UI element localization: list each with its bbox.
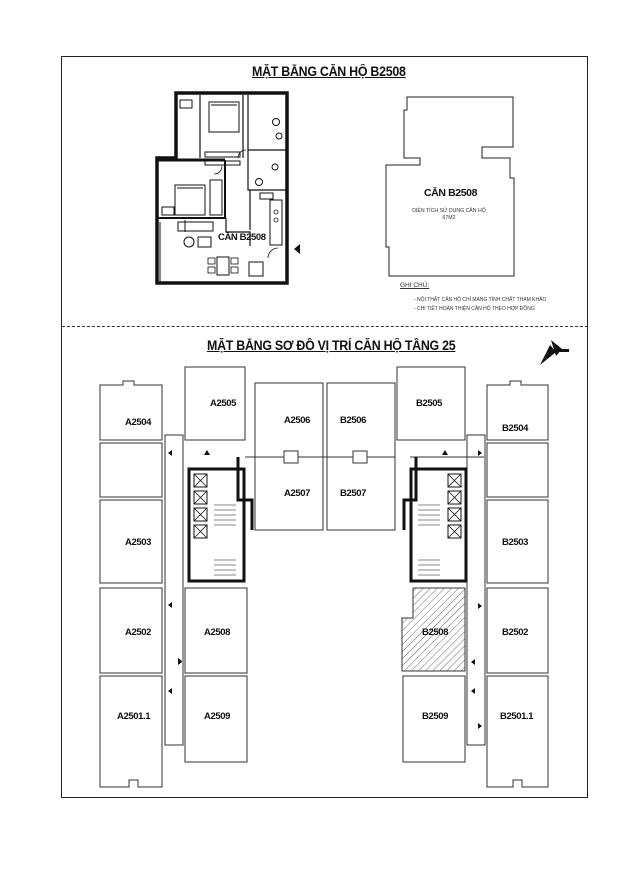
entry-arrow-icon xyxy=(294,244,300,254)
unit-label: B2507 xyxy=(340,488,366,499)
floor-plan xyxy=(99,366,549,788)
outline-unit-label: CĂN B2508 xyxy=(424,186,478,199)
unit-label: B2506 xyxy=(340,415,366,426)
unit-label: A2509 xyxy=(204,711,230,722)
unit-label: A2505 xyxy=(210,398,237,409)
unit-label: A2501.1 xyxy=(117,711,151,722)
unit-detail-plan xyxy=(155,91,289,285)
unit-label: A2502 xyxy=(125,627,151,638)
unit-label: A2508 xyxy=(204,627,230,638)
section-divider xyxy=(62,326,588,327)
unit-outline xyxy=(385,96,515,277)
unit-label: B2501.1 xyxy=(500,711,534,722)
unit-label: A2504 xyxy=(125,417,152,428)
north-arrow-icon xyxy=(540,340,569,365)
unit-label: B2502 xyxy=(502,627,528,638)
unit-label: B2503 xyxy=(502,537,528,548)
notes-heading: GHI CHÚ: xyxy=(400,282,430,289)
area-caption: DIỆN TÍCH SỬ DỤNG CĂN HỘ xyxy=(412,206,486,214)
drawing-frame xyxy=(61,56,588,798)
floor-plan-title: MẶT BẰNG SƠ ĐỒ VỊ TRÍ CĂN HỘ TẦNG 25 xyxy=(207,338,456,353)
note-item: - CHI TIẾT HOÀN THIỆN CĂN HỘ THEO HỢP ĐỒ… xyxy=(414,306,535,312)
unit-label: B2509 xyxy=(422,711,448,722)
core-right xyxy=(402,457,468,583)
unit-plan-title: MẶT BẰNG CĂN HỘ B2508 xyxy=(252,64,406,79)
unit-label: A2507 xyxy=(284,488,310,499)
unit-label: B2504 xyxy=(502,423,529,434)
unit-label: B2505 xyxy=(416,398,443,409)
unit-label: B2508 xyxy=(422,627,448,638)
area-value: 67M2 xyxy=(443,215,456,221)
note-item: - NỘI THẤT CĂN HỘ CHỈ MANG TÍNH CHẤT THA… xyxy=(414,297,547,303)
entry-arrows xyxy=(168,450,482,729)
plan-unit-label: CĂN B2508 xyxy=(218,232,266,243)
unit-label: A2506 xyxy=(284,415,310,426)
unit-label: A2503 xyxy=(125,537,151,548)
highlighted-unit-b2508 xyxy=(401,587,466,672)
core-left xyxy=(187,457,254,583)
